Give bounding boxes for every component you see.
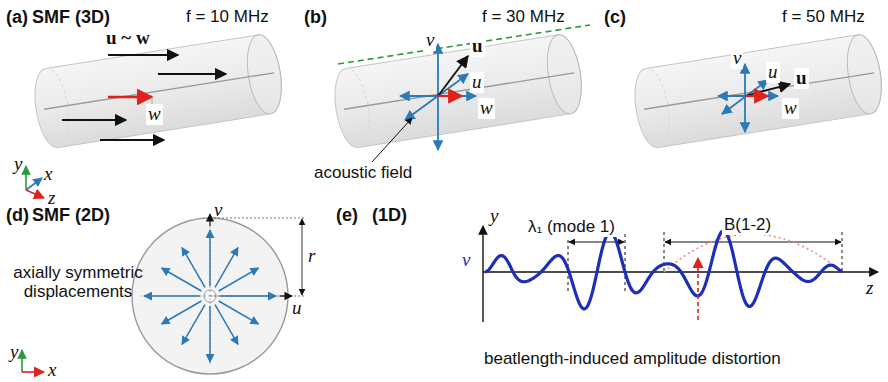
axis-label: y — [10, 342, 18, 363]
vector-label: u — [794, 68, 809, 89]
radial-arrow — [215, 305, 238, 345]
dimension-label: λ₁ (mode 1) — [526, 218, 617, 237]
axis-tripod — [26, 166, 44, 198]
axis-label: u — [766, 62, 780, 83]
vector-label: u — [470, 36, 485, 57]
leader-line — [372, 118, 412, 162]
fiber-cylinder — [330, 32, 586, 150]
panel-letter: (c) — [604, 8, 626, 28]
panel-title: (1D) — [372, 206, 407, 226]
wave-curve — [485, 231, 842, 309]
axis-label: v — [424, 30, 436, 51]
panel-letter: (d) — [6, 206, 29, 226]
axis-tripod — [22, 350, 44, 372]
panel-letter: (e) — [336, 206, 358, 226]
fiber-cylinder — [630, 32, 886, 150]
frequency-label: f = 50 MHz — [782, 8, 865, 27]
axis-label: w — [146, 104, 163, 125]
axis-label: v — [731, 48, 743, 69]
panel-title: SMF (2D) — [32, 206, 110, 226]
signal-label: v — [462, 250, 470, 271]
radial-arrow — [219, 268, 259, 291]
annotation: axially symmetric displacements — [8, 264, 148, 301]
displacement-cross — [400, 44, 476, 150]
panel-letter: (a) — [6, 8, 28, 28]
annotation: acoustic field — [314, 164, 412, 183]
axis-arrow — [209, 214, 210, 226]
axis-label: v — [214, 200, 222, 221]
dimension-label: B(1-2) — [722, 216, 773, 235]
axis-label: y — [14, 154, 22, 175]
displacement-arrows — [62, 55, 226, 140]
axis-label: x — [48, 360, 56, 381]
radial-arrow — [162, 301, 202, 324]
panel-title: SMF (3D) — [32, 8, 110, 28]
plot-axes — [483, 226, 878, 322]
panel-letter: (b) — [304, 8, 327, 28]
frequency-label: f = 10 MHz — [186, 8, 269, 27]
axis-label: z — [866, 278, 873, 299]
axis-label: u — [292, 298, 302, 319]
fiber-cross-section — [132, 218, 306, 374]
radial-arrow — [144, 295, 200, 297]
radial-arrow — [209, 230, 211, 286]
dimension-label: r — [308, 246, 315, 267]
fiber-cylinder — [30, 32, 286, 150]
radial-arrow — [182, 248, 205, 288]
radial-arrows — [144, 214, 292, 362]
displacement-label: u ~ w — [104, 28, 152, 49]
frequency-label: f = 30 MHz — [482, 8, 565, 27]
radial-arrow — [209, 306, 211, 362]
axis-label: y — [490, 206, 498, 227]
distortion-arrow — [697, 258, 699, 320]
axis-arrow — [280, 295, 292, 296]
caption-note: beatlength-induced amplitude distortion — [484, 350, 781, 369]
envelope-curve — [664, 234, 842, 272]
axis-label: w — [782, 98, 799, 119]
radial-arrow — [220, 295, 276, 297]
axis-label: x — [44, 164, 52, 185]
axis-label: u — [470, 72, 484, 93]
axis-label: w — [478, 98, 495, 119]
wave-plot — [485, 231, 842, 309]
dashed-guide — [338, 25, 590, 64]
